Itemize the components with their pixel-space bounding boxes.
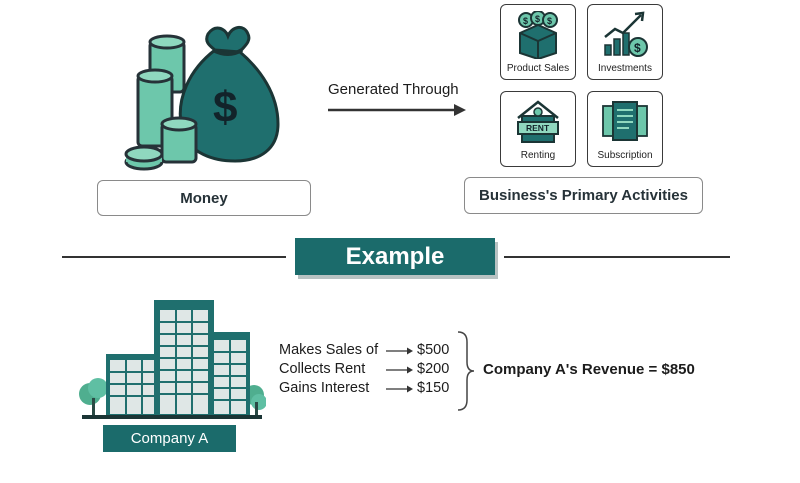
svg-text:$: $ bbox=[547, 16, 552, 26]
divider-left bbox=[62, 256, 286, 258]
arrow-icon bbox=[386, 385, 413, 393]
revenue-total: Company A's Revenue = $850 bbox=[483, 361, 695, 378]
arrow-icon bbox=[386, 366, 413, 374]
product-box-icon: $ $ $ bbox=[518, 11, 558, 59]
sales-amount: $500 bbox=[417, 342, 450, 358]
card-renting: RENT Renting bbox=[500, 91, 576, 167]
activities-label-text: Business's Primary Activities bbox=[479, 187, 688, 204]
money-bag-icon: $ bbox=[124, 26, 280, 171]
card-label: Investments bbox=[598, 63, 652, 74]
svg-text:$: $ bbox=[523, 16, 528, 26]
curly-brace bbox=[457, 331, 475, 411]
example-title: Example bbox=[345, 242, 445, 270]
interest-amount: $150 bbox=[417, 380, 450, 396]
arrow-label: Generated Through bbox=[328, 81, 459, 98]
divider-right bbox=[504, 256, 730, 258]
svg-text:RENT: RENT bbox=[526, 123, 550, 133]
card-product-sales: $ $ $ Product Sales bbox=[500, 4, 576, 80]
card-label: Product Sales bbox=[506, 63, 570, 74]
company-label: Company A bbox=[103, 425, 236, 452]
svg-text:$: $ bbox=[535, 14, 540, 24]
company-building-icon bbox=[79, 300, 266, 419]
subscription-icon bbox=[602, 101, 648, 141]
rent-amount: $200 bbox=[417, 361, 450, 377]
card-subscription: Subscription bbox=[587, 91, 663, 167]
arrow-icon bbox=[386, 347, 413, 355]
card-label: Subscription bbox=[597, 150, 653, 161]
example-banner: Example bbox=[295, 238, 495, 275]
money-label: Money bbox=[97, 180, 311, 216]
investment-chart-icon: $ bbox=[604, 11, 648, 57]
svg-text:$: $ bbox=[213, 83, 237, 132]
sales-line-text: Makes Sales of bbox=[279, 342, 379, 358]
interest-line-text: Gains Interest bbox=[279, 380, 370, 396]
card-label: Renting bbox=[520, 150, 556, 161]
company-label-text: Company A bbox=[130, 430, 209, 447]
rent-house-icon: RENT bbox=[517, 100, 559, 143]
rent-line-text: Collects Rent bbox=[279, 361, 366, 377]
right-arrow-icon bbox=[328, 104, 466, 116]
activities-label: Business's Primary Activities bbox=[464, 177, 703, 214]
svg-text:$: $ bbox=[634, 41, 641, 55]
card-investments: $ Investments bbox=[587, 4, 663, 80]
money-label-text: Money bbox=[180, 189, 228, 207]
